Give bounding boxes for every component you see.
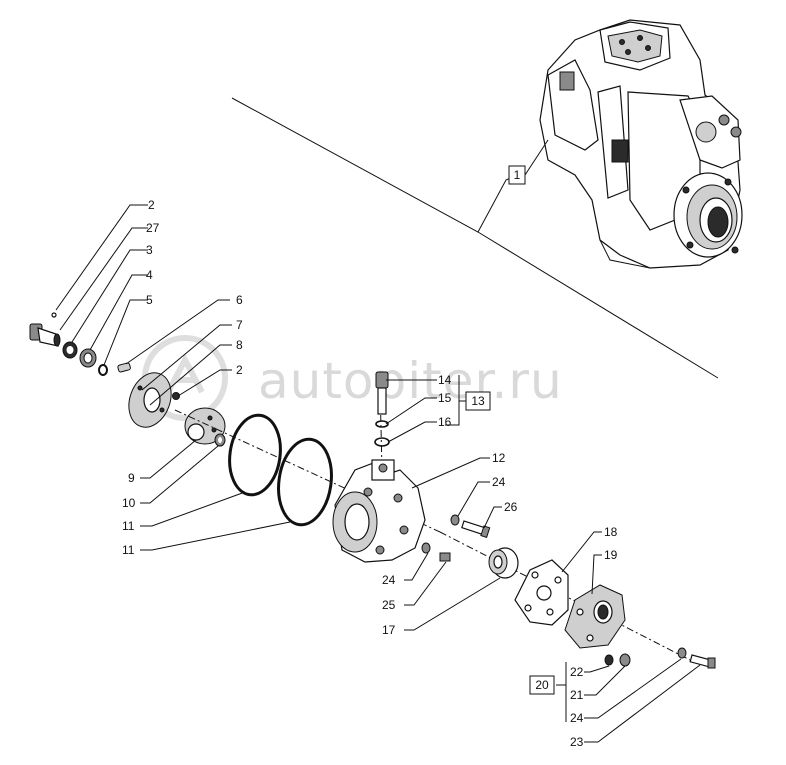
callout-labels: 2 27 3 4 5 6 7 8 2 9 10 11 11 14 15 16 1… [122, 198, 618, 749]
callout-14: 14 [438, 373, 452, 387]
part-18-gasket [514, 559, 569, 626]
part-7-bolt [172, 392, 180, 400]
boxed-callout-1: 1 [508, 165, 526, 185]
callout-11-upper: 11 [122, 519, 135, 533]
callout-25: 25 [382, 598, 396, 612]
part-5-circlip [98, 364, 108, 376]
part-14-banjo-bolt [375, 371, 389, 415]
boxed-callout-20: 20 [529, 675, 555, 695]
callout-26: 26 [504, 500, 518, 514]
callout-12: 12 [492, 451, 506, 465]
callout-22: 22 [570, 665, 584, 679]
callout-24-upper: 24 [492, 475, 506, 489]
callout-5: 5 [146, 293, 153, 307]
part-3-ring [62, 341, 78, 359]
callout-7: 7 [236, 318, 243, 332]
part-plug-assembly [29, 312, 61, 347]
part-9-gear-cover [184, 407, 226, 445]
part-12-pump-body [332, 459, 426, 563]
callout-21: 21 [570, 688, 584, 702]
callout-17: 17 [382, 623, 396, 637]
part-22-washer [604, 654, 614, 666]
assembly-axis-vertical [379, 384, 383, 471]
callout-1-label: 1 [514, 168, 521, 182]
part-21-nut [619, 653, 631, 667]
callout-24-lower: 24 [570, 711, 584, 725]
callout-2-mid: 2 [236, 363, 243, 377]
part-16-washer [374, 437, 390, 447]
callout-3: 3 [146, 243, 153, 257]
callout-24-mid: 24 [382, 573, 396, 587]
part-11-o-ring-small [228, 413, 282, 497]
transmission-housing [539, 19, 743, 269]
watermark-text: autopiter.ru [258, 352, 563, 410]
callout-19: 19 [604, 548, 618, 562]
part-19-cover-plate [564, 584, 626, 649]
part-24-washer-c [677, 647, 687, 659]
part-flange-cover [128, 372, 172, 428]
callout-8: 8 [236, 338, 243, 352]
part-25-screw [439, 552, 451, 562]
part-10-bushing [214, 433, 226, 447]
callout-15: 15 [438, 391, 452, 405]
part-17-coupling [488, 547, 519, 579]
callout-11-lower: 11 [122, 543, 135, 557]
leader-1-upper [524, 139, 549, 176]
watermark: autopiter.ru [142, 335, 563, 421]
part-23-screw [689, 654, 716, 669]
callout-20-label: 20 [535, 678, 549, 692]
part-11-o-ring-large [277, 437, 333, 527]
callout-9: 9 [128, 471, 135, 485]
part-15-washer [375, 420, 389, 428]
callout-10: 10 [122, 496, 136, 510]
leader-lines [55, 204, 701, 743]
part-24-washer-a [450, 514, 460, 526]
callout-2-top: 2 [148, 198, 155, 212]
callout-6: 6 [236, 293, 243, 307]
part-6-screw [117, 362, 131, 373]
callout-16: 16 [438, 415, 452, 429]
callout-23: 23 [570, 735, 584, 749]
part-26-screw [461, 520, 491, 538]
part-24-washer-b [421, 542, 431, 554]
callout-27: 27 [146, 221, 160, 235]
part-4-seal [79, 348, 97, 368]
callout-18: 18 [604, 525, 618, 539]
callout-4: 4 [146, 268, 153, 282]
boxed-callout-13: 13 [465, 391, 491, 411]
callout-13-label: 13 [471, 394, 485, 408]
